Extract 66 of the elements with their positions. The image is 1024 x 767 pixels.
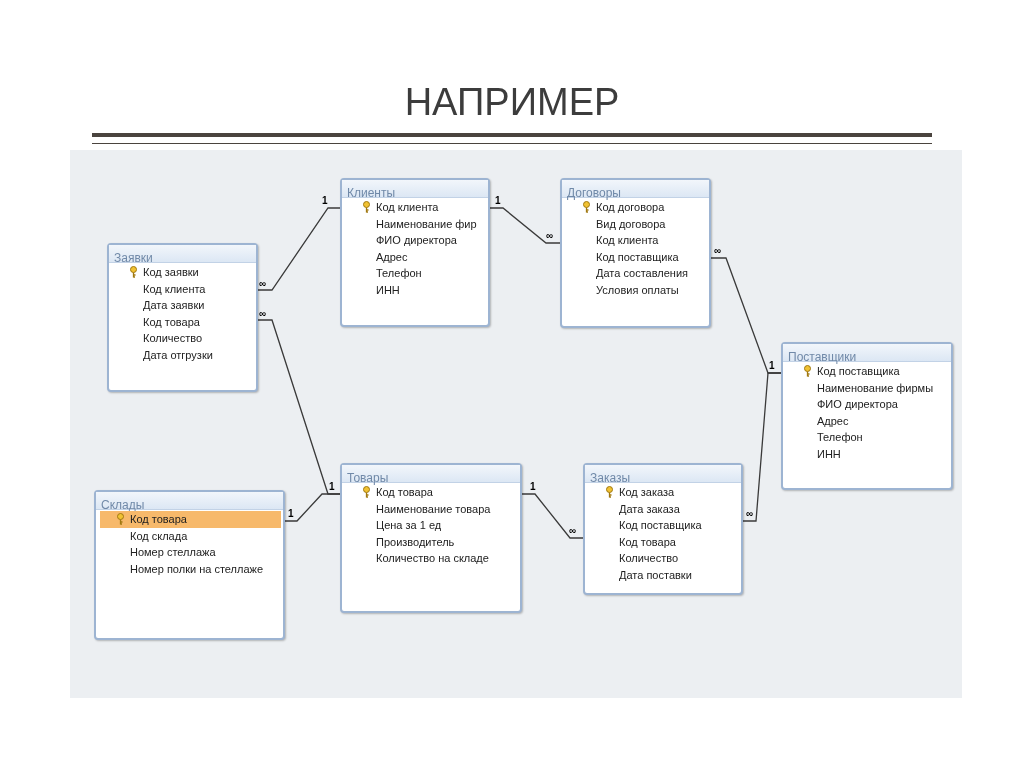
field-name: ИНН [376,282,401,298]
field-name: Наименование фир [376,216,478,232]
table-box [340,178,490,327]
field-name: Код заказа [619,485,676,500]
field-name: Телефон [376,266,423,281]
field-name: Код поставщика [619,518,703,533]
cardinality-label: ∞ [259,309,267,319]
field-name: Адрес [376,249,409,265]
cardinality-label: ∞ [714,246,722,256]
selected-field-name: Код товара [100,511,281,528]
table-box [94,490,285,640]
table-box [107,243,258,392]
field-name: Код товара [619,534,677,550]
cardinality-label: 1 [769,361,775,371]
field-name: Дата отгрузки [143,347,214,363]
table-title: Заявки [114,251,153,265]
field-name: ФИО директора [817,397,899,412]
field-name: Цена за 1 ед [376,518,443,533]
field-name: Количество на складе [376,551,490,566]
cardinality-label: 1 [288,509,294,519]
table-title: Склады [101,498,145,512]
table-box [781,342,953,490]
field-name: Код заявки [143,265,200,280]
table-box [560,178,711,328]
field-name: ИНН [817,446,842,462]
field-name: Дата заказа [619,501,681,517]
field-name: Код клиента [596,233,660,248]
table-title: Заказы [590,471,631,485]
field-name: Условия оплаты [596,282,680,298]
table-title: Клиенты [347,186,396,200]
field-name: Телефон [817,430,864,445]
field-name: Дата заявки [143,298,206,313]
cardinality-label: ∞ [746,509,754,519]
field-name: Дата поставки [619,567,693,583]
field-name: Количество [619,551,680,566]
field-name: Номер стеллажа [130,545,217,560]
field-name: Номер полки на стеллаже [130,561,265,577]
field-name: Код поставщика [817,364,901,379]
cardinality-label: ∞ [569,526,577,536]
field-name: Адрес [817,413,850,429]
field-name: Код клиента [376,200,440,215]
page-title: НАПРИМЕР [403,80,621,124]
field-name: Количество [143,331,204,346]
field-name: Код склада [130,528,189,544]
cardinality-label: ∞ [546,231,554,241]
field-name: Код поставщика [596,249,680,265]
cardinality-label: 1 [495,196,501,206]
field-name: ФИО директора [376,233,458,248]
table-box [583,463,743,595]
table-title: Договоры [567,186,621,200]
field-name: Код договора [596,200,666,215]
field-name: Код товара [143,314,201,330]
cardinality-label: 1 [530,482,536,492]
table-title: Поставщики [788,350,857,364]
field-name: Вид договора [596,216,667,232]
field-name: Дата составления [596,266,689,281]
field-name: Код клиента [143,281,207,297]
table-box [340,463,522,613]
cardinality-label: 1 [329,482,335,492]
field-name: Наименование фирмы [817,380,935,396]
cardinality-label: 1 [322,196,328,206]
field-name: Код товара [376,485,434,500]
table-title: Товары [347,471,389,485]
field-name: Наименование товара [376,501,492,517]
cardinality-label: ∞ [259,279,267,289]
field-name: Производитель [376,534,456,550]
